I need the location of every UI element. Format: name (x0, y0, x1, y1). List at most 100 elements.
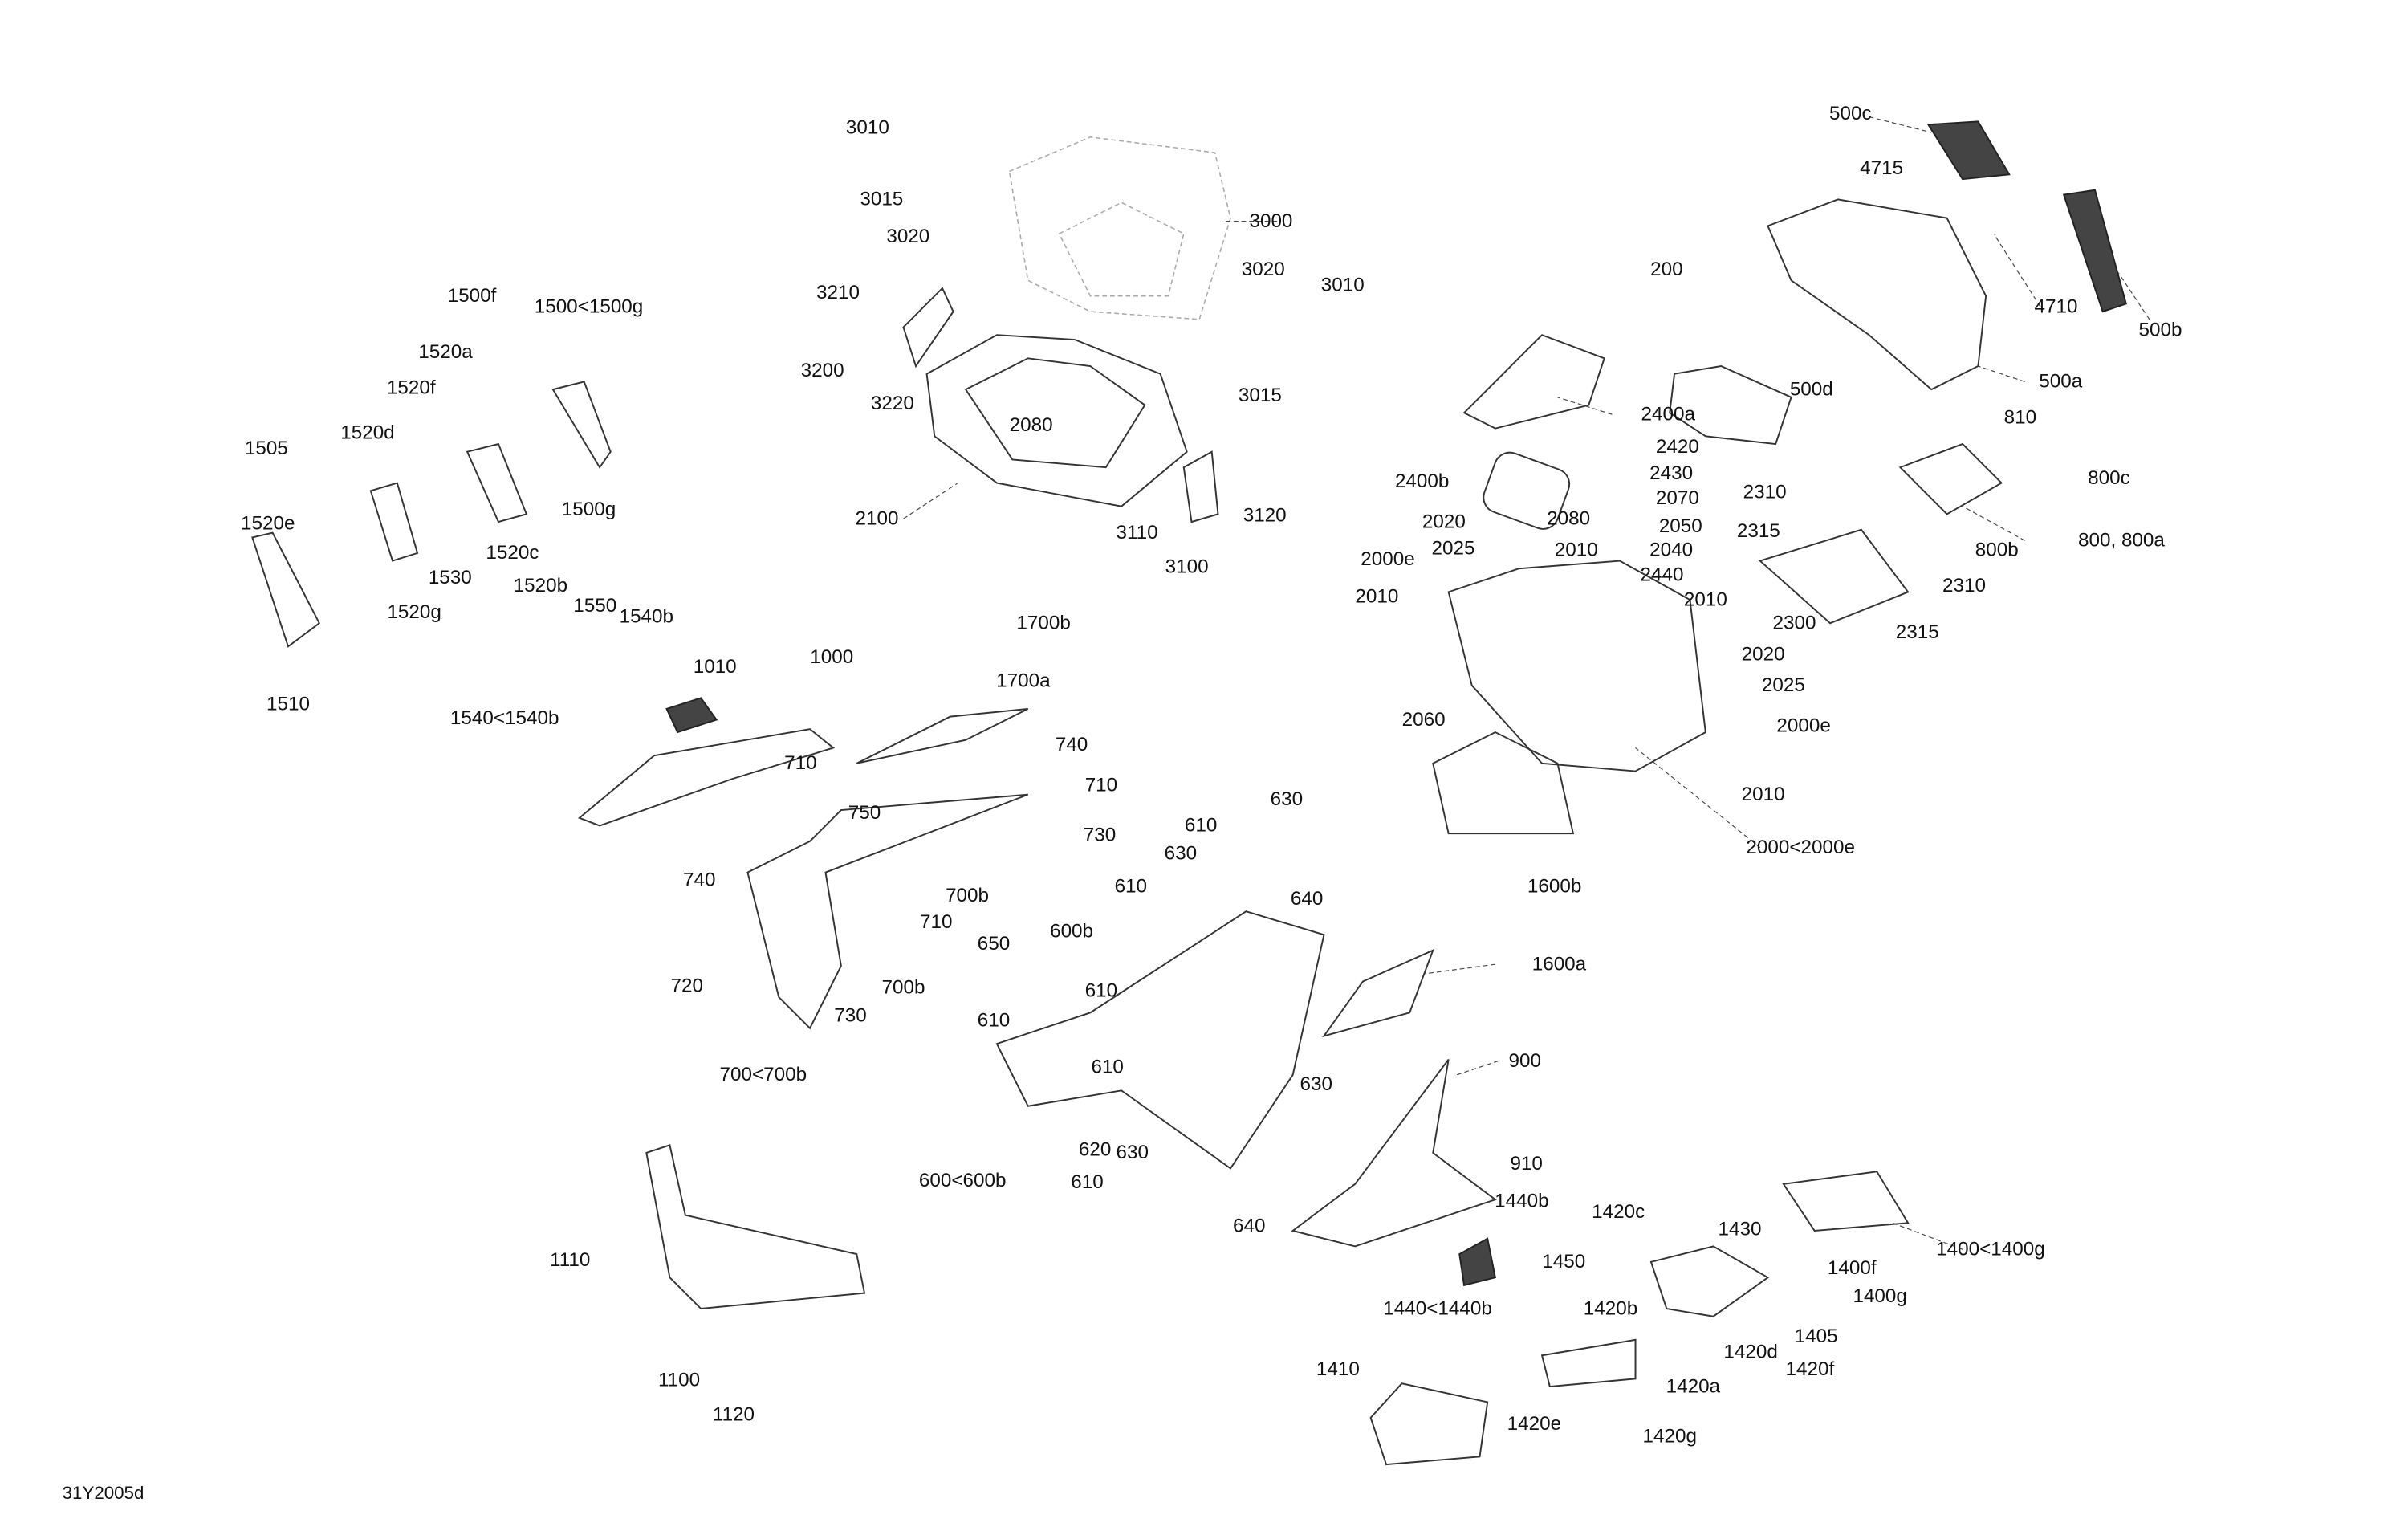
part-number-label: 730 (834, 1004, 867, 1027)
part-number-label: 800, 800a (2078, 529, 2165, 552)
part-number-label: 600<600b (918, 1169, 1007, 1191)
part-number-label: 1500f (447, 284, 497, 307)
part-number-label: 610 (1091, 1056, 1124, 1078)
part-number-label: 910 (1510, 1152, 1543, 1175)
panel-900 (1291, 1058, 1497, 1248)
part-number-label: 740 (1055, 733, 1088, 755)
part-number-label: 1400<1400g (1936, 1238, 2045, 1260)
part-number-label: 500d (1789, 378, 1833, 401)
part-number-label: 720 (670, 975, 703, 997)
part-number-label: 2400b (1394, 470, 1450, 492)
part-number-label: 610 (1184, 814, 1218, 837)
part-number-label: 700b (946, 884, 990, 906)
part-number-label: 900 (1508, 1049, 1541, 1072)
part-number-label: 2010 (1355, 585, 1399, 608)
part-number-label: 3015 (860, 188, 904, 210)
part-number-label: 2080 (1547, 507, 1591, 530)
part-number-label: 2100 (855, 507, 899, 530)
part-number-label: 1540b (619, 605, 674, 628)
part-number-label: 1110 (550, 1248, 591, 1271)
part-number-label: 3020 (1241, 258, 1285, 280)
figure-id: 31Y2005d (62, 1484, 144, 1504)
part-number-label: 3010 (845, 116, 889, 139)
part-number-label: 2000<2000e (1746, 836, 1856, 858)
part-number-label: 2400a (1641, 403, 1696, 426)
part-number-label: 1430 (1718, 1217, 1762, 1240)
part-number-label: 2080 (1009, 413, 1053, 436)
part-number-label: 2010 (1683, 588, 1727, 611)
part-number-label: 1420c (1592, 1200, 1645, 1223)
part-number-label: 1700b (1016, 612, 1071, 634)
gauge-hood-500a (1767, 120, 2127, 391)
part-number-label: 2040 (1649, 538, 1694, 561)
part-number-label: 810 (2003, 405, 2037, 429)
part-number-label: 1000 (810, 645, 854, 668)
bracket-3200 (902, 287, 954, 369)
part-number-label: 2050 (1658, 515, 1702, 537)
part-number-label: 3015 (1238, 384, 1282, 406)
part-number-label: 630 (1164, 842, 1198, 865)
part-number-label: 1500g (561, 498, 616, 520)
part-number-label: 2025 (1761, 674, 1805, 696)
part-number-label: 1400g (1853, 1285, 1907, 1307)
part-number-label: 1540<1540b (449, 706, 559, 729)
part-number-label: 650 (977, 932, 1011, 955)
part-number-label: 740 (683, 869, 716, 891)
part-number-label: 2025 (1431, 536, 1475, 560)
part-number-label: 1420e (1507, 1412, 1562, 1435)
part-number-label: 1600a (1531, 953, 1587, 975)
part-number-label: 3210 (816, 281, 860, 303)
bracket-3100 (1182, 450, 1219, 523)
part-number-label: 1405 (1794, 1325, 1838, 1348)
part-number-label: 710 (920, 910, 953, 933)
part-number-label: 800b (1975, 538, 2019, 561)
part-number-label: 1520g (387, 601, 441, 623)
headlight-1400 (1369, 1171, 1910, 1466)
part-number-label: 1520e (241, 511, 295, 535)
part-number-label: 610 (977, 1008, 1011, 1032)
part-number-label: 620 (1078, 1138, 1112, 1161)
part-number-label: 1520b (513, 574, 568, 597)
part-number-label: 700<700b (719, 1063, 807, 1086)
part-number-label: 610 (1114, 875, 1148, 898)
part-number-label: 1410 (1316, 1358, 1360, 1380)
part-number-label: 1520c (486, 541, 539, 564)
part-number-label: 1500<1500g (534, 295, 644, 318)
leader-lines (903, 116, 2150, 1250)
part-number-label: 1010 (693, 655, 737, 678)
part-number-label: 1400f (1827, 1256, 1877, 1279)
part-number-label: 2310 (1743, 481, 1787, 503)
part-number-label: 750 (848, 801, 881, 825)
part-number-label: 500b (2138, 319, 2182, 341)
part-number-label: 1440b (1495, 1190, 1549, 1212)
part-number-label: 630 (1116, 1141, 1149, 1164)
part-number-label: 2440 (1640, 563, 1684, 586)
part-number-label: 1450 (1542, 1250, 1586, 1272)
part-number-label: 3100 (1165, 556, 1209, 578)
switch-1540 (665, 697, 718, 734)
part-number-label: 1100 (657, 1369, 701, 1391)
part-number-label: 3000 (1249, 210, 1293, 232)
mirror-1500 (251, 381, 612, 648)
part-number-label: 1420d (1723, 1341, 1778, 1363)
part-number-label: 1600b (1527, 875, 1582, 898)
part-number-label: 2020 (1422, 510, 1466, 533)
part-number-label: 1510 (266, 693, 310, 715)
part-number-label: 2315 (1895, 621, 1939, 643)
frame-700 (746, 793, 1029, 1030)
part-number-label: 2315 (1736, 519, 1780, 542)
tray-2060 (1432, 731, 1575, 835)
part-number-label: 600b (1050, 920, 1094, 943)
part-number-label: 2010 (1741, 783, 1785, 805)
part-number-label: 3220 (870, 392, 914, 414)
part-number-label: 500a (2039, 370, 2083, 393)
part-number-label: 2020 (1741, 642, 1785, 666)
panel-1600a (1322, 948, 1434, 1038)
frame-600 (995, 910, 1325, 1170)
part-number-label: 1420g (1642, 1425, 1697, 1448)
cover-2400a (1462, 334, 1605, 430)
part-number-label: 1420b (1583, 1297, 1638, 1320)
part-number-label: 2430 (1649, 462, 1694, 485)
part-number-label: 640 (1290, 887, 1324, 910)
